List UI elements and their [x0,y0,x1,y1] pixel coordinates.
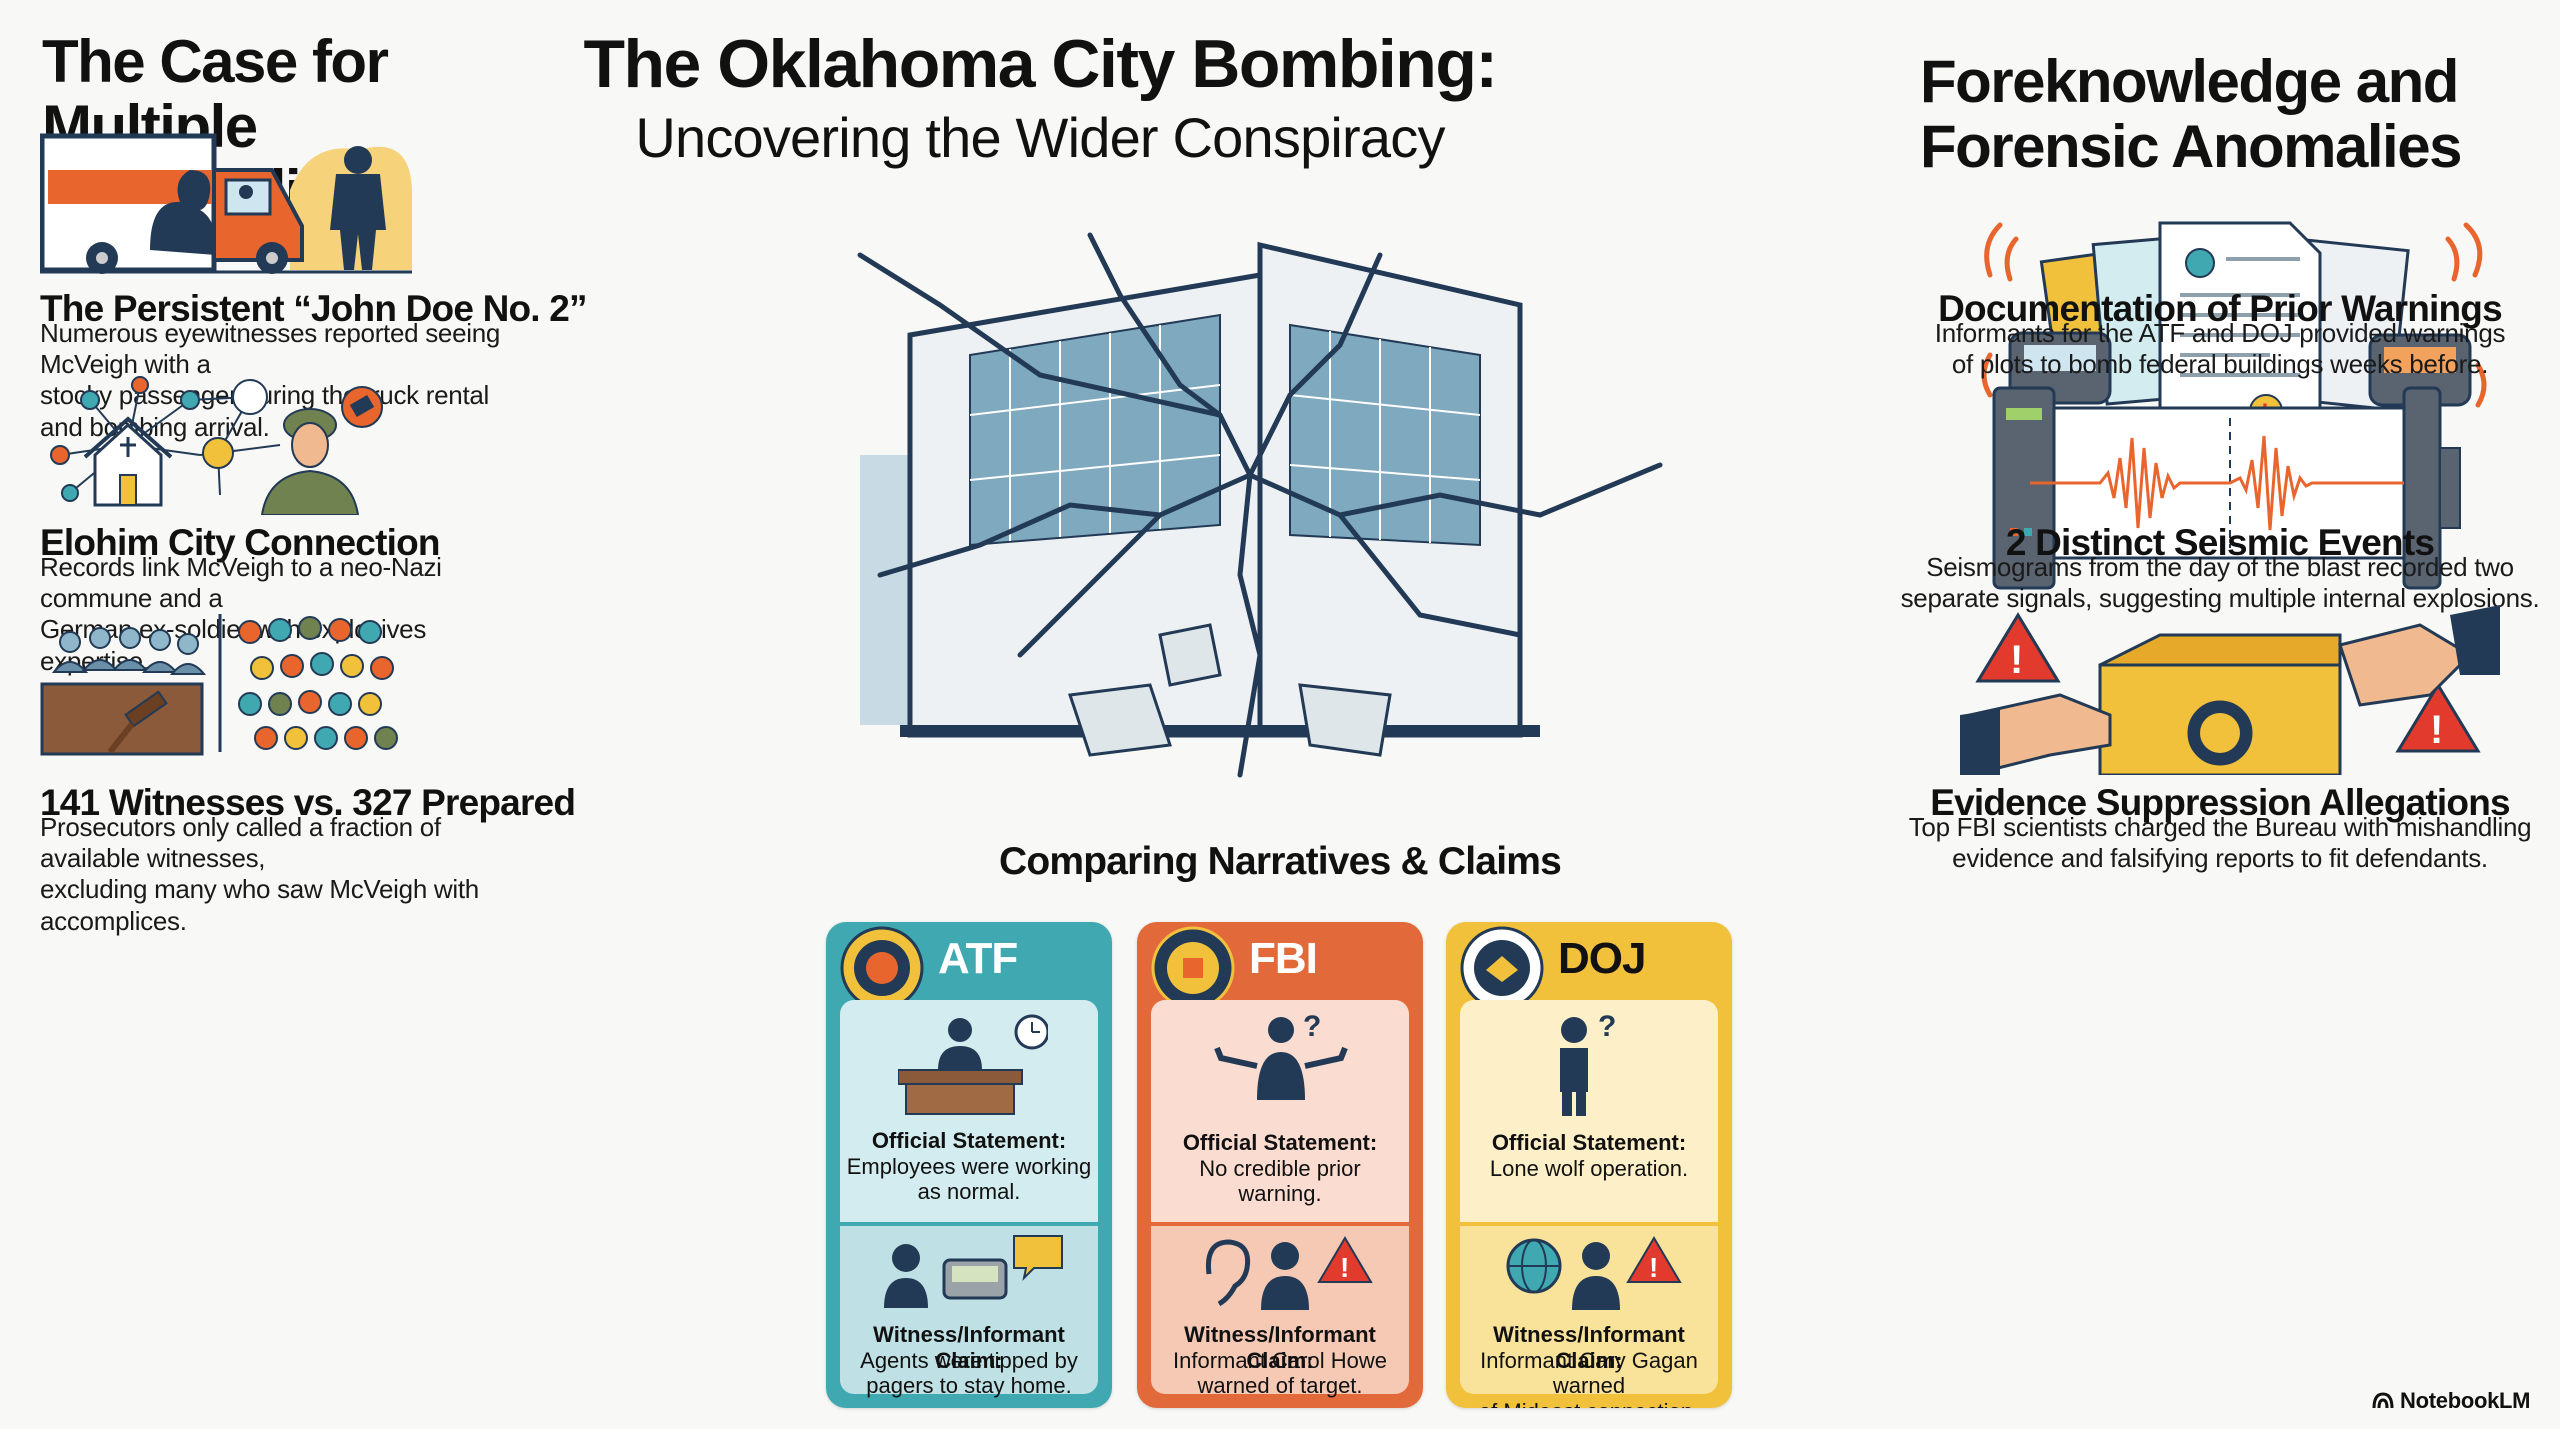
card-fbi-official-line1: No credible prior warning. [1199,1156,1361,1207]
card-fbi: FBI ? Official Statement: No credible pr… [1137,922,1423,1408]
card-fbi-claim-line1: Informant Carol Howe [1173,1348,1387,1373]
card-doj-claim-line2: of Mideast connection. [1466,1399,1712,1408]
john-doe-desc-line2: stocky passenger during the truck rental… [40,380,490,442]
card-fbi-claim-text: Informant Carol Howe warned of target. [1157,1348,1403,1399]
prior-warnings-title: Documentation of Prior Warnings [1938,288,2503,329]
seismic-desc: Seismograms from the day of the blast re… [1900,552,2540,614]
notebooklm-logo-icon [2372,1392,2394,1409]
john-doe-title: The Persistent “John Doe No. 2” [40,288,588,329]
notebooklm-brand: NotebookLM [2372,1388,2531,1414]
john-doe-desc: Numerous eyewitnesses reported seeing Mc… [40,318,510,443]
desk-worker-icon [898,1014,1048,1115]
card-doj-agency: DOJ [1558,934,1646,983]
svg-text:!: ! [1340,1252,1349,1283]
comparison-title: Comparing Narratives & Claims [999,840,1562,883]
witnesses-desc-line1: Prosecutors only called a fraction of av… [40,812,441,874]
card-doj-claim-label: Witness/Informant Claim: [1493,1322,1685,1373]
globe-warning-icon: ! [1506,1236,1682,1310]
card-fbi-official-label: Official Statement: [1182,1130,1378,1155]
suppression-title: Evidence Suppression Allegations [1930,782,2510,823]
witnesses-desc: Prosecutors only called a fraction of av… [40,812,510,937]
card-doj-official-text: Lone wolf operation. [1466,1156,1712,1181]
svg-text:?: ? [1598,1010,1616,1043]
lone-person-icon: ? [1560,1010,1616,1116]
card-atf-official-text: Employees were working as normal. [846,1154,1092,1205]
elohim-network-illustration [50,376,383,515]
card-fbi-agency: FBI [1249,934,1318,983]
card-atf-claim: Witness/Informant Claim: Agents were tip… [840,1226,1098,1398]
card-atf-official: Official Statement: Employees were worki… [840,1000,1098,1222]
card-doj-official-label: Official Statement: [1491,1130,1687,1155]
card-doj-claim-line1: Informant Cary Gagan warned [1480,1348,1698,1399]
card-doj-claim-text: Informant Cary Gagan warned of Mideast c… [1466,1348,1712,1408]
main-title: The Oklahoma City Bombing: [583,26,1498,102]
card-doj-header: DOJ [1446,922,1732,1010]
svg-text:!: ! [1649,1252,1658,1283]
seismic-desc-line1: Seismograms from the day of the blast re… [1926,552,2514,582]
card-fbi-claim: ! Witness/Informant Claim: Informant Car… [1151,1226,1409,1398]
prior-warnings-desc-line2: of plots to bomb federal buildings weeks… [1951,349,2489,380]
card-atf-claim-line1: Agents were tipped by [860,1348,1078,1373]
evidence-box-illustration: ! ! [1960,605,2500,775]
truck-illustration [40,133,412,274]
main-subtitle: Uncovering the Wider Conspiracy [635,106,1445,170]
card-fbi-official: ? Official Statement: No credible prior … [1151,1000,1409,1222]
card-atf-official-line1: Employees were working [846,1154,1092,1179]
documents-pagers-illustration: ! [1981,221,2487,447]
suppression-desc-line1: Top FBI scientists charged the Bureau wi… [1908,812,2532,842]
card-atf-claim-line2: pagers to stay home. [866,1373,1072,1399]
main-title-block: The Oklahoma City Bombing: Uncovering th… [500,26,1580,170]
card-atf: ATF Official Statement: Employees were w… [826,922,1112,1408]
elohim-desc-line1: Records link McVeigh to a neo-Nazi commu… [40,552,442,614]
card-atf-official-line2: as normal. [917,1179,1021,1205]
right-heading: Foreknowledge and Forensic Anomalies [1920,48,2520,180]
card-fbi-official-text: No credible prior warning. [1157,1156,1403,1207]
card-doj-official: ? Official Statement: Lone wolf operatio… [1460,1000,1718,1222]
card-doj-claim: ! Witness/Informant Claim: Informant Car… [1460,1226,1718,1408]
pager-informant-icon [884,1235,1063,1308]
left-heading-line1: The Case for [42,28,389,95]
suppression-desc-line2: evidence and falsifying reports to fit d… [1952,843,2488,874]
john-doe-desc-line1: Numerous eyewitnesses reported seeing Mc… [40,318,501,380]
witnesses-desc-line2: excluding many who saw McVeigh with acco… [40,874,479,936]
brand-label: NotebookLM [2400,1388,2531,1413]
svg-text:!: ! [2010,638,2023,682]
right-heading-line2: Forensic Anomalies [1920,112,2462,180]
courtroom-crowd-illustration [40,614,398,756]
card-doj: DOJ ? Official Statement: Lone wolf oper… [1446,922,1732,1408]
card-fbi-header: FBI [1137,922,1423,1010]
witnesses-title: 141 Witnesses vs. 327 Prepared [40,782,576,823]
card-atf-claim-text: Agents were tipped by pagers to stay hom… [846,1348,1092,1399]
suppression-desc: Top FBI scientists charged the Bureau wi… [1900,812,2540,874]
card-doj-official-line1: Lone wolf operation. [1489,1156,1689,1181]
atf-seal-icon [840,926,924,1010]
svg-text:?: ? [1303,1010,1321,1043]
card-fbi-claim-line2: warned of target. [1197,1373,1363,1399]
seismograph-illustration [1992,386,2461,590]
card-atf-agency: ATF [938,934,1018,983]
prior-warnings-desc-line1: Informants for the ATF and DOJ provided … [1934,318,2506,348]
elohim-title: Elohim City Connection [40,522,440,563]
seismic-title: 2 Distinct Seismic Events [2005,522,2435,563]
right-heading-line1: Foreknowledge and [1920,48,2459,115]
svg-text:!: ! [2430,708,2443,752]
doj-seal-icon [1460,926,1544,1010]
card-fbi-claim-label: Witness/Informant Claim: [1184,1322,1376,1373]
shrug-person-icon: ? [1214,1010,1348,1100]
card-atf-official-label: Official Statement: [871,1128,1067,1153]
fbi-seal-icon [1151,926,1235,1010]
ear-warning-icon: ! [1205,1236,1373,1310]
prior-warnings-desc: Informants for the ATF and DOJ provided … [1900,318,2540,380]
seismic-desc-line2: separate signals, suggesting multiple in… [1900,583,2540,614]
card-atf-claim-label: Witness/Informant Claim: [873,1322,1065,1373]
cracked-building-illustration [857,232,1663,778]
card-atf-header: ATF [826,922,1112,1010]
